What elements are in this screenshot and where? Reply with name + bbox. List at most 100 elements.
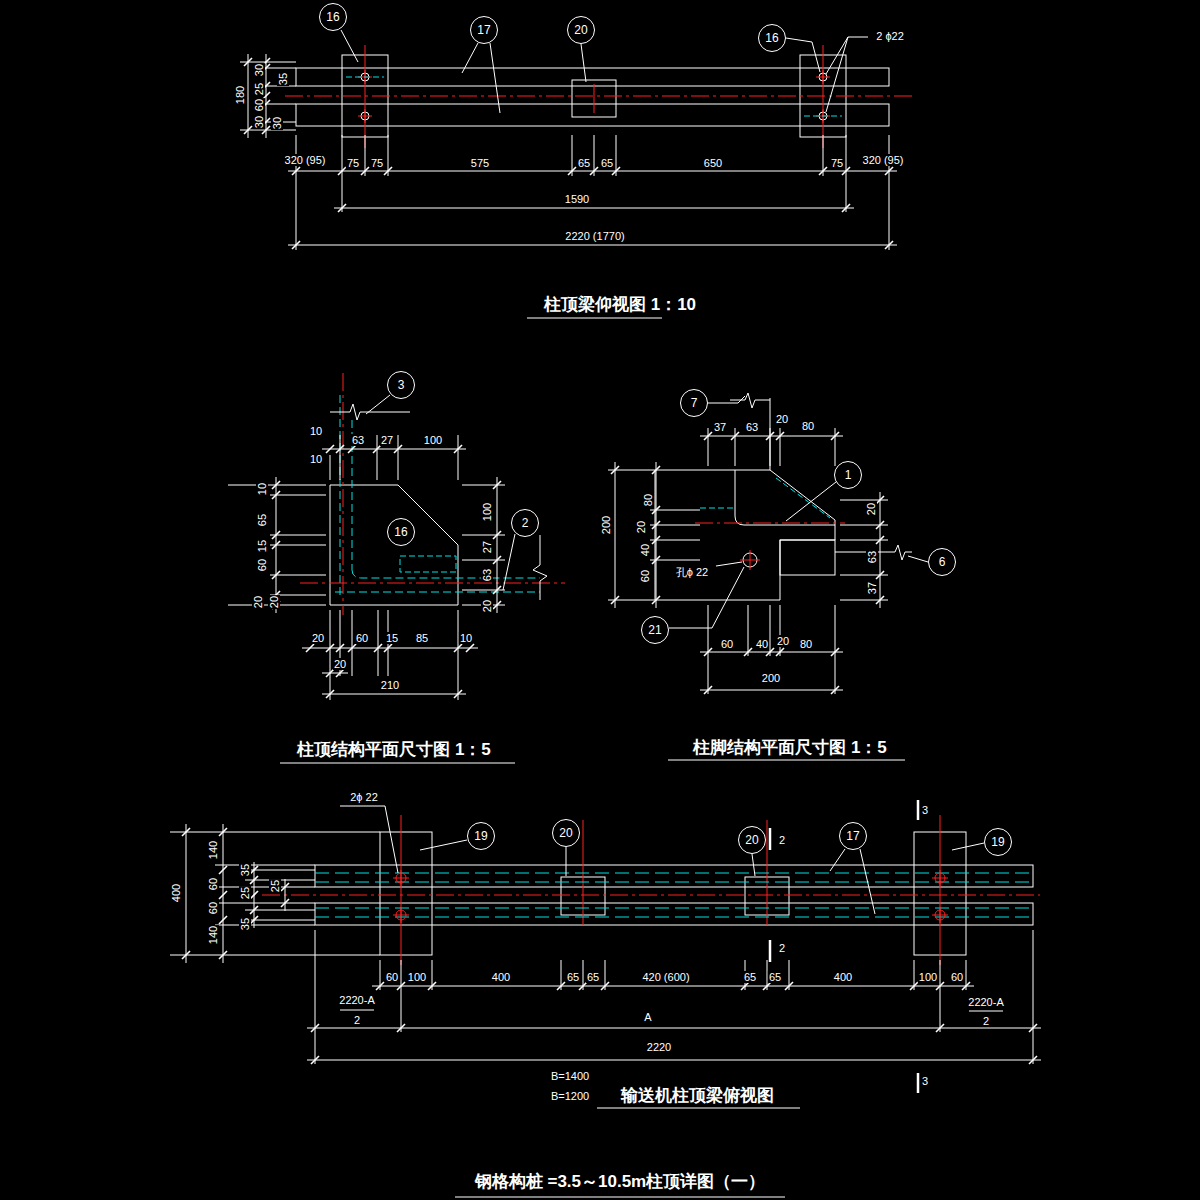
outline [835, 428, 836, 466]
outline-path [655, 470, 835, 600]
dimension-text: 140 [207, 925, 219, 945]
dimension-line [322, 449, 466, 450]
dimension-text: 2 [353, 1014, 361, 1026]
hidden-line [804, 116, 842, 117]
dimension-text: 20 [252, 595, 264, 609]
outline-path [352, 570, 540, 578]
dimension-text: 320 (95) [284, 154, 327, 166]
center-line [823, 45, 824, 148]
callout-number: 17 [477, 23, 490, 37]
outline [245, 920, 315, 921]
outline [215, 925, 315, 926]
dimension-tick [374, 644, 382, 652]
outline [340, 435, 341, 480]
callout-number: 1 [845, 468, 852, 482]
dimension-text: 65 [586, 971, 600, 983]
callout-circle: 20 [567, 16, 595, 44]
plate-outline [400, 556, 456, 572]
dimension-tick [292, 167, 300, 175]
dimension-text: 37 [866, 581, 878, 595]
dimension-text: 80 [799, 638, 813, 650]
dimension-text: 60 [253, 98, 265, 112]
dimension-tick [348, 644, 356, 652]
outline [462, 590, 505, 591]
outline [458, 435, 459, 480]
view-caption: 柱顶梁仰视图 1：10 [543, 295, 697, 315]
hidden-line [346, 77, 384, 78]
dimension-text: 85 [415, 632, 429, 644]
outline [780, 428, 781, 466]
outline [770, 398, 771, 470]
outline [708, 605, 709, 694]
callout-number: 2 [522, 516, 529, 530]
dimension-text: 63 [351, 434, 365, 446]
dimension-text: 180 [234, 85, 246, 105]
center-line [365, 45, 366, 148]
dimension-line [700, 690, 843, 691]
outline [398, 435, 399, 480]
leader-line [830, 849, 845, 871]
callout-circle: 19 [984, 828, 1012, 856]
outline [608, 470, 655, 471]
outline [262, 104, 296, 105]
callout-number: 7 [691, 396, 698, 410]
dimension-tick [373, 445, 381, 453]
dimension-text: 10 [459, 632, 473, 644]
outline [455, 1197, 785, 1198]
outline [262, 68, 296, 69]
outline-path [735, 516, 835, 525]
dimension-tick [311, 1024, 319, 1032]
callout-number: 20 [745, 833, 758, 847]
center-line [750, 550, 751, 570]
plate-outline [380, 832, 432, 955]
dimension-text: 20 [865, 502, 877, 516]
callout-number: 19 [474, 829, 487, 843]
callout-number: 3 [398, 378, 405, 392]
dimension-tick [454, 644, 462, 652]
dimension-tick [601, 982, 609, 990]
dimension-tick [336, 445, 344, 453]
center-line [695, 523, 845, 524]
dimension-tick [842, 204, 850, 212]
dimension-tick [831, 432, 839, 440]
dimension-tick [338, 167, 346, 175]
center-line [300, 583, 565, 584]
center-line [940, 815, 941, 965]
outline [608, 600, 655, 601]
plate-outline [572, 80, 616, 117]
outline [270, 535, 326, 536]
center-line [285, 96, 915, 97]
dimension-text: 60 [207, 877, 219, 891]
dimension-text: 孔ϕ 22 [675, 566, 709, 578]
sheet-title: 钢格构桩 =3.5～10.5m柱顶详图（一） [474, 1172, 767, 1192]
dimension-text: 60 [720, 638, 734, 650]
outline [840, 575, 888, 576]
dimension-text: 63 [745, 421, 759, 433]
callout-circle: 16 [387, 518, 415, 546]
leader-line [340, 806, 398, 873]
callout-circle: 7 [680, 389, 708, 417]
dimension-text: 60 [207, 901, 219, 915]
dimension-text: 400 [170, 883, 182, 903]
dimension-text: 30 [253, 63, 265, 77]
leader-line [786, 482, 836, 521]
center-line [401, 907, 402, 923]
dimension-text: 30 [271, 116, 283, 130]
dimension-tick [306, 644, 314, 652]
callout-number: 6 [939, 555, 946, 569]
outline [770, 428, 771, 466]
callout-circle: 1 [834, 461, 862, 489]
leader-line [860, 849, 875, 914]
hidden-line [315, 873, 1033, 874]
dimension-tick [744, 648, 752, 656]
outline [270, 545, 326, 546]
dimension-tick [361, 167, 369, 175]
outline [769, 940, 772, 962]
dimension-text: 35 [277, 72, 289, 86]
dimension-line [334, 208, 854, 209]
dimension-text: 400 [833, 971, 853, 983]
leader-line [566, 847, 567, 876]
plate-outline [780, 540, 835, 575]
dimension-tick [776, 648, 784, 656]
